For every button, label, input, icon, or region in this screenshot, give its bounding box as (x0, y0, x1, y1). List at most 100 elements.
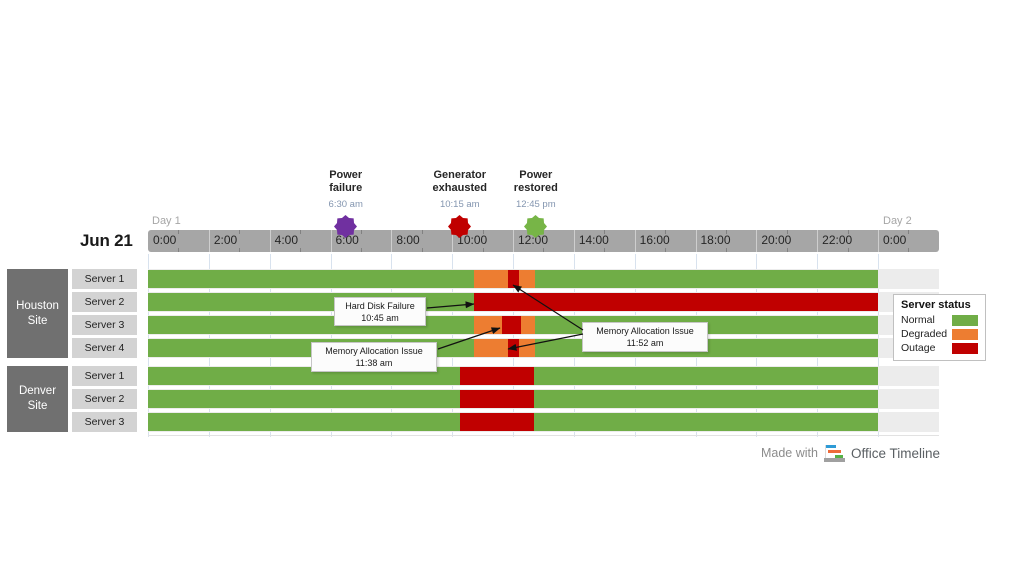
server-row-label: Server 1 (72, 366, 137, 386)
legend-item-outage: Outage (901, 341, 978, 355)
server-bar-segment-normal (534, 367, 878, 385)
server-row-label: Server 2 (72, 389, 137, 409)
day2-label: Day 2 (883, 215, 912, 227)
minor-tick (725, 230, 727, 234)
callout-title: Memory Allocation Issue (596, 326, 694, 336)
server-bar-segment-outage (508, 270, 520, 288)
minor-tick (786, 230, 788, 234)
milestone-time: 12:45 pm (516, 199, 556, 210)
server-bar-segment-degraded (474, 339, 509, 357)
minor-tick (725, 248, 727, 252)
time-tick-label: 10:00 (457, 233, 488, 247)
server-bar-segment-normal (148, 270, 475, 288)
server-bar-segment-normal (148, 390, 460, 408)
time-tick-label: 2:00 (213, 233, 238, 247)
minor-tick (300, 230, 302, 234)
callout-time: 10:45 am (361, 312, 399, 323)
minor-tick (604, 248, 606, 252)
time-tick-label: 20:00 (761, 233, 792, 247)
legend-swatch (952, 314, 978, 326)
minor-tick (908, 248, 910, 252)
time-tick-label: 18:00 (700, 233, 731, 247)
server-row-label: Server 1 (72, 269, 137, 289)
time-tick-label: 0:00 (153, 233, 177, 247)
row-strip (148, 315, 939, 335)
time-tick-label: 6:00 (335, 233, 359, 247)
footer: Made with Office Timeline (744, 443, 940, 463)
server-bar-segment-degraded (474, 316, 502, 334)
server-bar-segment-outage (459, 390, 535, 408)
legend-swatch (952, 342, 978, 354)
minor-tick (360, 230, 362, 234)
legend-item-degraded: Degraded (901, 327, 978, 341)
minor-tick (665, 230, 667, 234)
callout-box: Memory Allocation Issue 11:38 am (311, 342, 437, 372)
time-tick-label: 14:00 (578, 233, 609, 247)
timescale-separator (695, 230, 697, 252)
brand-label: Office Timeline (850, 445, 940, 461)
server-bar-segment-degraded (474, 270, 509, 288)
server-bar-segment-degraded (519, 339, 535, 357)
server-row-label: Server 3 (72, 315, 137, 335)
legend-swatch (952, 328, 978, 340)
minor-tick (421, 248, 423, 252)
time-tick-label: 4:00 (274, 233, 299, 247)
minor-tick (786, 248, 788, 252)
minor-tick (239, 230, 241, 234)
timescale-separator (269, 230, 271, 252)
row-strip (148, 366, 939, 386)
row-strip (148, 269, 939, 289)
server-bar-segment-degraded (519, 270, 535, 288)
server-bar-segment-outage (459, 367, 535, 385)
milestone-star-icon (448, 214, 472, 238)
server-bar-segment-normal (534, 390, 878, 408)
timescale-separator (208, 230, 210, 252)
legend-label: Normal (901, 314, 935, 326)
callout-title: Hard Disk Failure (345, 300, 415, 311)
milestone-time: 6:30 am (328, 199, 363, 210)
minor-tick (482, 248, 484, 252)
minor-tick (665, 248, 667, 252)
timescale-separator (330, 230, 332, 252)
callout-time: 11:52 am (626, 338, 664, 348)
legend-title: Server status (901, 299, 971, 311)
minor-tick (908, 230, 910, 234)
row-strip (148, 292, 939, 312)
server-bar-segment-degraded (521, 316, 535, 334)
minor-tick (421, 230, 423, 234)
milestone-star-icon (524, 214, 548, 238)
timescale-separator (817, 230, 819, 252)
legend-label: Degraded (901, 328, 948, 340)
server-row-label: Server 4 (72, 338, 137, 358)
minor-tick (178, 248, 180, 252)
server-bar-segment-outage (501, 316, 522, 334)
chart-bottom-line (148, 435, 939, 436)
server-bar-segment-outage (508, 339, 520, 357)
minor-tick (847, 230, 849, 234)
row-strip (148, 389, 939, 409)
timescale-separator (634, 230, 636, 252)
minor-tick (482, 230, 484, 234)
date-label: Jun 21 (80, 231, 133, 250)
legend-label: Outage (901, 342, 936, 354)
time-tick-label: 0:00 (883, 233, 907, 247)
callout-title: Memory Allocation Issue (325, 346, 423, 356)
minor-tick (604, 230, 606, 234)
time-tick-label: 12:00 (518, 233, 549, 247)
minor-tick (847, 248, 849, 252)
time-tick-label: 8:00 (396, 233, 420, 247)
time-tick-label: 22:00 (822, 233, 853, 247)
minor-tick (360, 248, 362, 252)
callout-time: 11:38 am (355, 358, 393, 368)
milestone-time: 10:15 am (439, 199, 480, 210)
minor-tick (239, 248, 241, 252)
server-bar-segment-outage (459, 413, 535, 431)
minor-tick (543, 248, 545, 252)
callout-box: Memory Allocation Issue 11:52 am (582, 322, 708, 352)
server-bar-segment-normal (534, 270, 878, 288)
